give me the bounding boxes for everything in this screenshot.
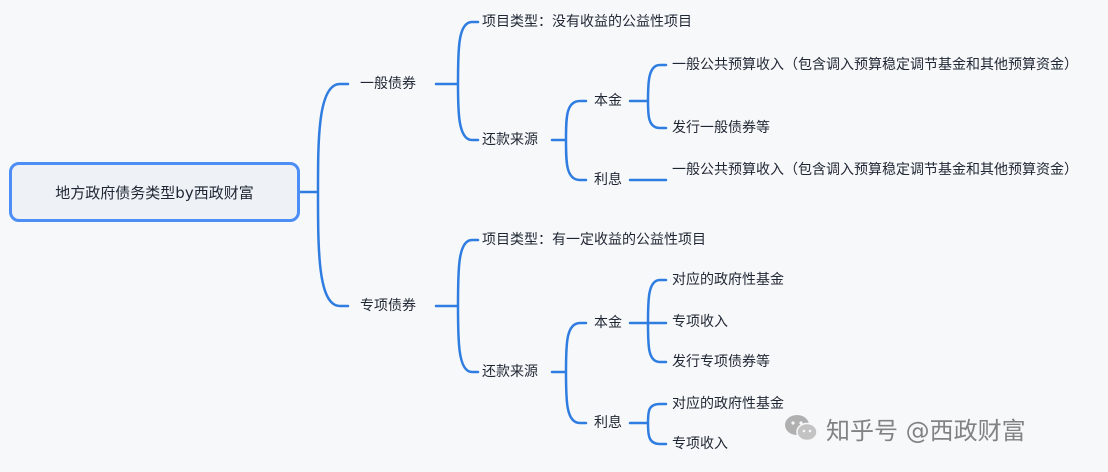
special-repayment-node[interactable]: 还款来源 [482, 364, 538, 380]
connector-special-interest [628, 402, 668, 446]
special-interest-item[interactable]: 对应的政府性基金 [672, 396, 784, 412]
special-principal-item[interactable]: 对应的政府性基金 [672, 272, 784, 288]
connector-special-principal [628, 278, 668, 364]
connector-general-principal [628, 63, 668, 130]
general-interest-node[interactable]: 利息 [594, 172, 622, 188]
special-principal-item[interactable]: 专项收入 [672, 314, 728, 330]
special-project-type-node[interactable]: 项目类型：有一定收益的公益性项目 [482, 232, 706, 248]
general-principal-node[interactable]: 本金 [594, 93, 622, 109]
connector-special [434, 238, 480, 374]
root-label: 地方政府债务类型by西政财富 [55, 183, 254, 202]
wechat-icon [785, 415, 818, 442]
connector-general [434, 20, 480, 142]
general-project-type-node[interactable]: 项目类型：没有收益的公益性项目 [482, 14, 692, 30]
general-principal-item[interactable]: 发行一般债券等 [672, 120, 770, 136]
special-interest-node[interactable]: 利息 [594, 415, 622, 431]
connector-special-repay [550, 321, 588, 425]
special-principal-item[interactable]: 发行专项债券等 [672, 354, 770, 370]
special-interest-item[interactable]: 专项收入 [672, 436, 728, 452]
general-interest-item[interactable]: 一般公共预算收入（包含调入预算稳定调节基金和其他预算资金） [672, 162, 1078, 178]
connector-root [298, 82, 350, 308]
connector-general-repay [550, 99, 588, 182]
general-principal-item[interactable]: 一般公共预算收入（包含调入预算稳定调节基金和其他预算资金） [672, 57, 1078, 73]
special-bond-node[interactable]: 专项债券 [360, 298, 416, 314]
watermark: 知乎号 @西政财富 [784, 408, 1026, 448]
watermark-text: 知乎号 @西政财富 [826, 416, 1026, 445]
general-bond-node[interactable]: 一般债券 [360, 76, 416, 92]
special-principal-node[interactable]: 本金 [594, 315, 622, 331]
general-repayment-node[interactable]: 还款来源 [482, 132, 538, 148]
root-node[interactable]: 地方政府债务类型by西政财富 [9, 162, 300, 222]
